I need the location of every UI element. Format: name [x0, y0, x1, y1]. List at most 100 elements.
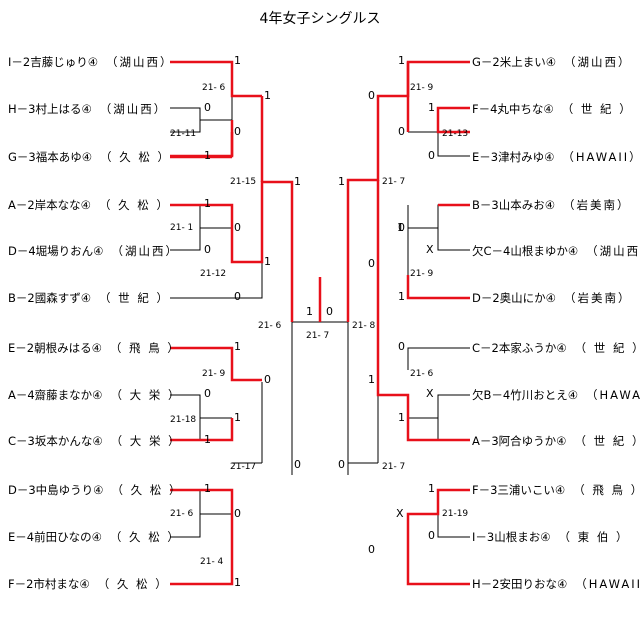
- player-name: I－3山根まお④: [472, 530, 551, 544]
- score-mark: 0: [204, 387, 211, 400]
- score-mark: 1: [428, 482, 435, 495]
- game-score: 21- 6: [410, 369, 434, 379]
- score-mark: 1: [398, 54, 405, 67]
- game-score: 21- 6: [202, 83, 226, 93]
- team-name: （ 久 松 ）: [99, 198, 170, 212]
- score-mark: 1: [204, 433, 211, 446]
- score-mark: X: [426, 243, 434, 256]
- game-score: 21- 9: [202, 369, 226, 379]
- player-name: E－4前田ひなの④: [8, 530, 102, 544]
- team-name: （岩美南）: [563, 198, 631, 212]
- entry-left-2: H－3村上はる④（湖山西）: [8, 102, 167, 116]
- score-mark: 1: [398, 290, 405, 303]
- team-name: （HAWAII）: [586, 388, 640, 402]
- score-mark: 1: [306, 305, 313, 318]
- game-score: 21-12: [200, 269, 227, 279]
- score-mark: 1: [428, 101, 435, 114]
- score-mark: 0: [204, 243, 211, 256]
- entry-left-4: A－2岸本なな④ （ 久 松 ）: [8, 198, 170, 212]
- entry-right-12: H－2安田りおな④（HAWAII）: [472, 577, 640, 591]
- game-score: 21- 7: [382, 462, 406, 472]
- game-score: 21- 4: [200, 557, 224, 567]
- entry-right-11: I－3山根まお④（ 東 伯 ）: [472, 530, 630, 544]
- player-name: G－3福本あゆ④: [8, 150, 93, 164]
- score-mark: 1: [204, 197, 211, 210]
- team-name: （ 世 紀 ）: [574, 341, 640, 355]
- player-name: B－2國森すず④: [8, 291, 92, 305]
- player-name: F－3三浦いこい④: [472, 483, 566, 497]
- score-mark: 1: [234, 576, 241, 589]
- entry-right-4: B－3山本みお④（岩美南）: [472, 198, 631, 212]
- entry-left-12: F－2市村まな④ （ 久 松 ）: [8, 577, 169, 591]
- team-name: （湖山西）: [564, 55, 632, 69]
- team-name: （ 久 松 ）: [97, 577, 169, 591]
- score-mark: 1: [234, 54, 241, 67]
- score-mark: 1: [294, 175, 301, 188]
- player-name: E－3津村みゆ④: [472, 150, 555, 164]
- team-name: （湖山西）: [106, 55, 174, 69]
- team-name: （湖山西）: [111, 244, 179, 258]
- score-mark: 1: [397, 221, 404, 234]
- team-name: （ 久 松 ）: [111, 483, 183, 497]
- team-name: （湖山西）: [586, 244, 640, 258]
- score-mark: 1: [234, 411, 241, 424]
- score-mark: 0: [264, 373, 271, 386]
- entry-right-7: C－2本家ふうか④（ 世 紀 ）: [472, 341, 640, 355]
- score-mark: 0: [398, 340, 405, 353]
- game-score: 21- 6: [258, 321, 282, 331]
- entry-right-8: 欠B－4竹川おとえ④ （HAWAII）: [472, 388, 640, 402]
- score-mark: 1: [264, 89, 271, 102]
- player-name: A－4齋藤まなか④: [8, 388, 103, 402]
- score-mark: 0: [234, 290, 241, 303]
- entry-right-9: A－3阿合ゆうか④ （ 世 紀 ）: [472, 434, 640, 448]
- team-name: （ 大 栄 ）: [110, 434, 182, 448]
- score-mark: 0: [428, 149, 435, 162]
- score-mark: 0: [338, 458, 345, 471]
- entry-right-2: F－4丸中ちな④ （ 世 紀 ）: [472, 102, 633, 116]
- entry-left-10: D－3中島ゆうり④（ 久 松 ）: [8, 483, 182, 497]
- entry-left-8: A－4齋藤まなか④（ 大 栄 ）: [8, 388, 181, 402]
- entry-left-5: D－4堀場りおん④（湖山西）: [8, 244, 179, 258]
- team-name: （ 世 紀 ）: [561, 102, 633, 116]
- score-mark: 0: [234, 125, 241, 138]
- team-name: （湖山西）: [99, 102, 168, 116]
- entry-left-3: G－3福本あゆ④（ 久 松 ）: [8, 150, 171, 164]
- entry-left-6: B－2國森すず④（ 世 紀 ）: [8, 291, 170, 305]
- score-mark: 0: [428, 529, 435, 542]
- player-name: G－2米上まい④: [472, 55, 557, 69]
- game-score: 21-15: [230, 177, 257, 187]
- player-name: I－2吉藤じゅり④: [8, 55, 99, 69]
- player-name: A－3阿合ゆうか④: [472, 434, 567, 448]
- entry-left-9: C－3坂本かんな④（ 大 栄 ）: [8, 434, 182, 448]
- entry-right-1: G－2米上まい④ （湖山西）: [472, 55, 632, 69]
- game-score: 21- 7: [382, 177, 406, 187]
- game-score: 21- 7: [306, 331, 330, 341]
- game-score: 21-19: [442, 509, 469, 519]
- player-name: E－2朝根みはる④: [8, 341, 102, 355]
- game-score: 21-11: [170, 129, 197, 139]
- team-name: （岩美南）: [563, 291, 632, 305]
- score-mark: 0: [368, 89, 375, 102]
- game-score: 21-18: [170, 415, 197, 425]
- score-mark: 0: [234, 221, 241, 234]
- game-score: 21- 9: [410, 269, 434, 279]
- score-mark: 0: [368, 543, 375, 556]
- player-name: 欠C－4山根まゆか④: [472, 244, 579, 258]
- score-mark: 1: [234, 340, 241, 353]
- score-mark: 0: [398, 125, 405, 138]
- game-score: 21- 9: [410, 83, 434, 93]
- score-mark: 0: [234, 507, 241, 520]
- player-name: A－2岸本なな④: [8, 198, 91, 212]
- player-name: 欠B－4竹川おとえ④: [472, 388, 579, 402]
- score-mark: X: [426, 387, 434, 400]
- score-mark: X: [396, 507, 404, 520]
- player-name: H－2安田りおな④: [472, 577, 568, 591]
- score-mark: 0: [368, 257, 375, 270]
- score-mark: 0: [204, 101, 211, 114]
- score-mark: 0: [294, 458, 301, 471]
- team-name: （HAWAII）: [562, 150, 640, 164]
- player-name: F－4丸中ちな④: [472, 102, 554, 116]
- player-name: F－2市村まな④: [8, 577, 90, 591]
- team-name: （ 世 紀 ）: [574, 434, 640, 448]
- entry-right-5: 欠C－4山根まゆか④ （湖山西）: [472, 244, 640, 258]
